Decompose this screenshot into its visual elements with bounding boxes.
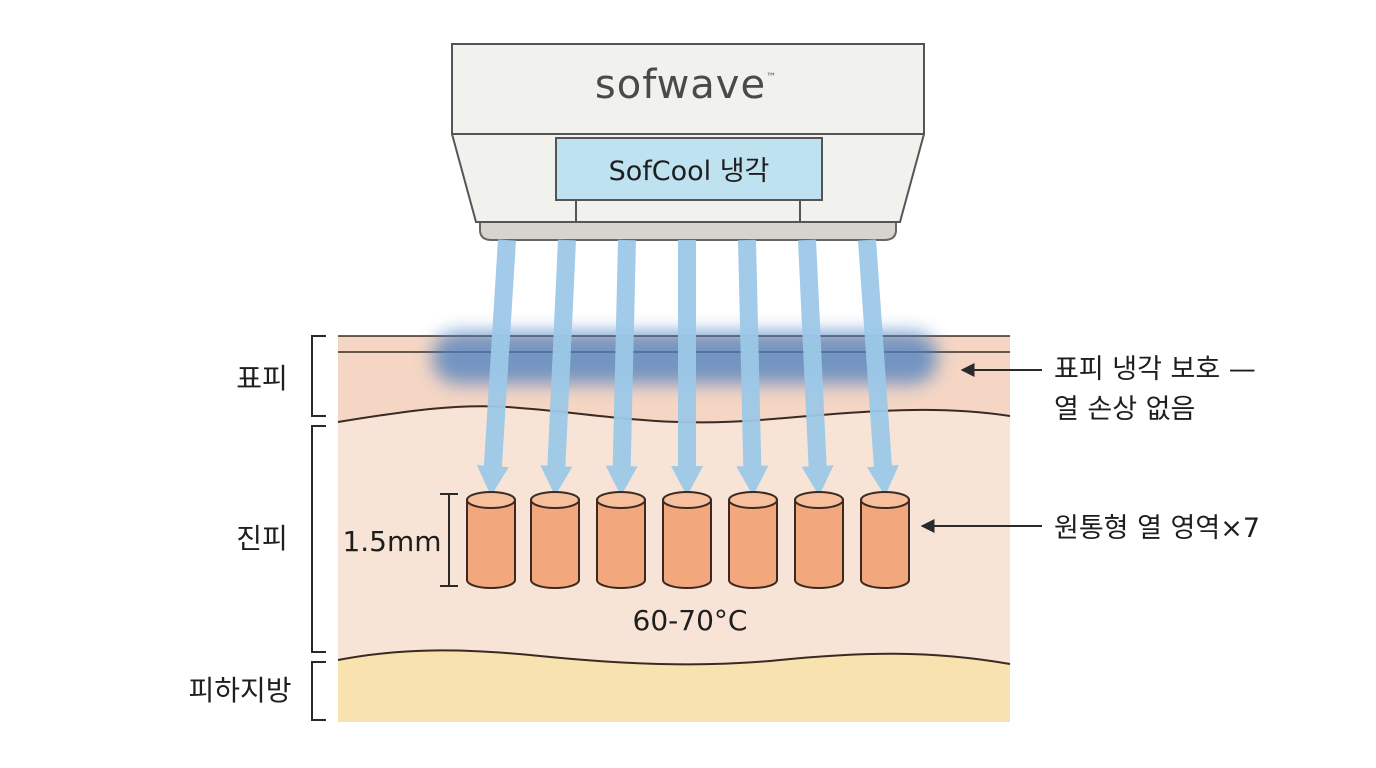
zone-callout-label: 원통형 열 영역×7 <box>1054 513 1260 544</box>
cooling-plate-label: SofCool 냉각 <box>609 156 770 187</box>
thermal-zone-5 <box>728 491 778 589</box>
thermal-zone-1 <box>466 491 516 589</box>
thermal-zones <box>466 491 910 589</box>
thermal-zone-3 <box>596 491 646 589</box>
depth-label: 1.5mm <box>342 525 441 558</box>
depth-bracket <box>440 493 458 587</box>
epidermis-dermis-boundary <box>337 405 1011 424</box>
thermal-zone-4 <box>662 491 712 589</box>
epidermis-callout-line2: 열 손상 없음 <box>1054 394 1195 425</box>
dermis-bracket <box>311 425 326 653</box>
temperature-label: 60-70°C <box>633 604 748 637</box>
epidermis-bracket <box>311 335 326 417</box>
ultrasound-beams <box>476 239 899 497</box>
ultrasound-beam-2 <box>540 239 576 496</box>
ultrasound-beam-5 <box>736 239 769 497</box>
subcutaneous-bracket <box>311 661 326 721</box>
ultrasound-beam-4 <box>671 240 703 496</box>
ultrasound-beam-1 <box>476 239 516 496</box>
sofwave-device: SofCool 냉각 sofwave™ <box>451 43 925 241</box>
thermal-zone-7 <box>860 491 910 589</box>
thermal-zone-6 <box>794 491 844 589</box>
ultrasound-beam-3 <box>605 239 638 497</box>
subcutaneous-label: 피하지방 <box>188 674 291 707</box>
cooling-plate <box>555 137 823 201</box>
brand-logo-text: sofwave <box>595 62 766 108</box>
thermal-zone-2 <box>530 491 580 589</box>
dermis-fat-boundary <box>337 649 1011 666</box>
epidermis-label: 표피 <box>236 362 288 395</box>
brand-logo: sofwave™ <box>595 62 777 108</box>
brand-trademark: ™ <box>766 72 777 83</box>
ultrasound-beam-6 <box>798 239 834 496</box>
dermis-label: 진피 <box>236 522 288 555</box>
layer-brackets <box>311 335 326 721</box>
ultrasound-beam-7 <box>858 239 899 496</box>
device-tip <box>479 221 897 241</box>
epidermis-callout-line1: 표피 냉각 보호 — <box>1054 354 1256 385</box>
